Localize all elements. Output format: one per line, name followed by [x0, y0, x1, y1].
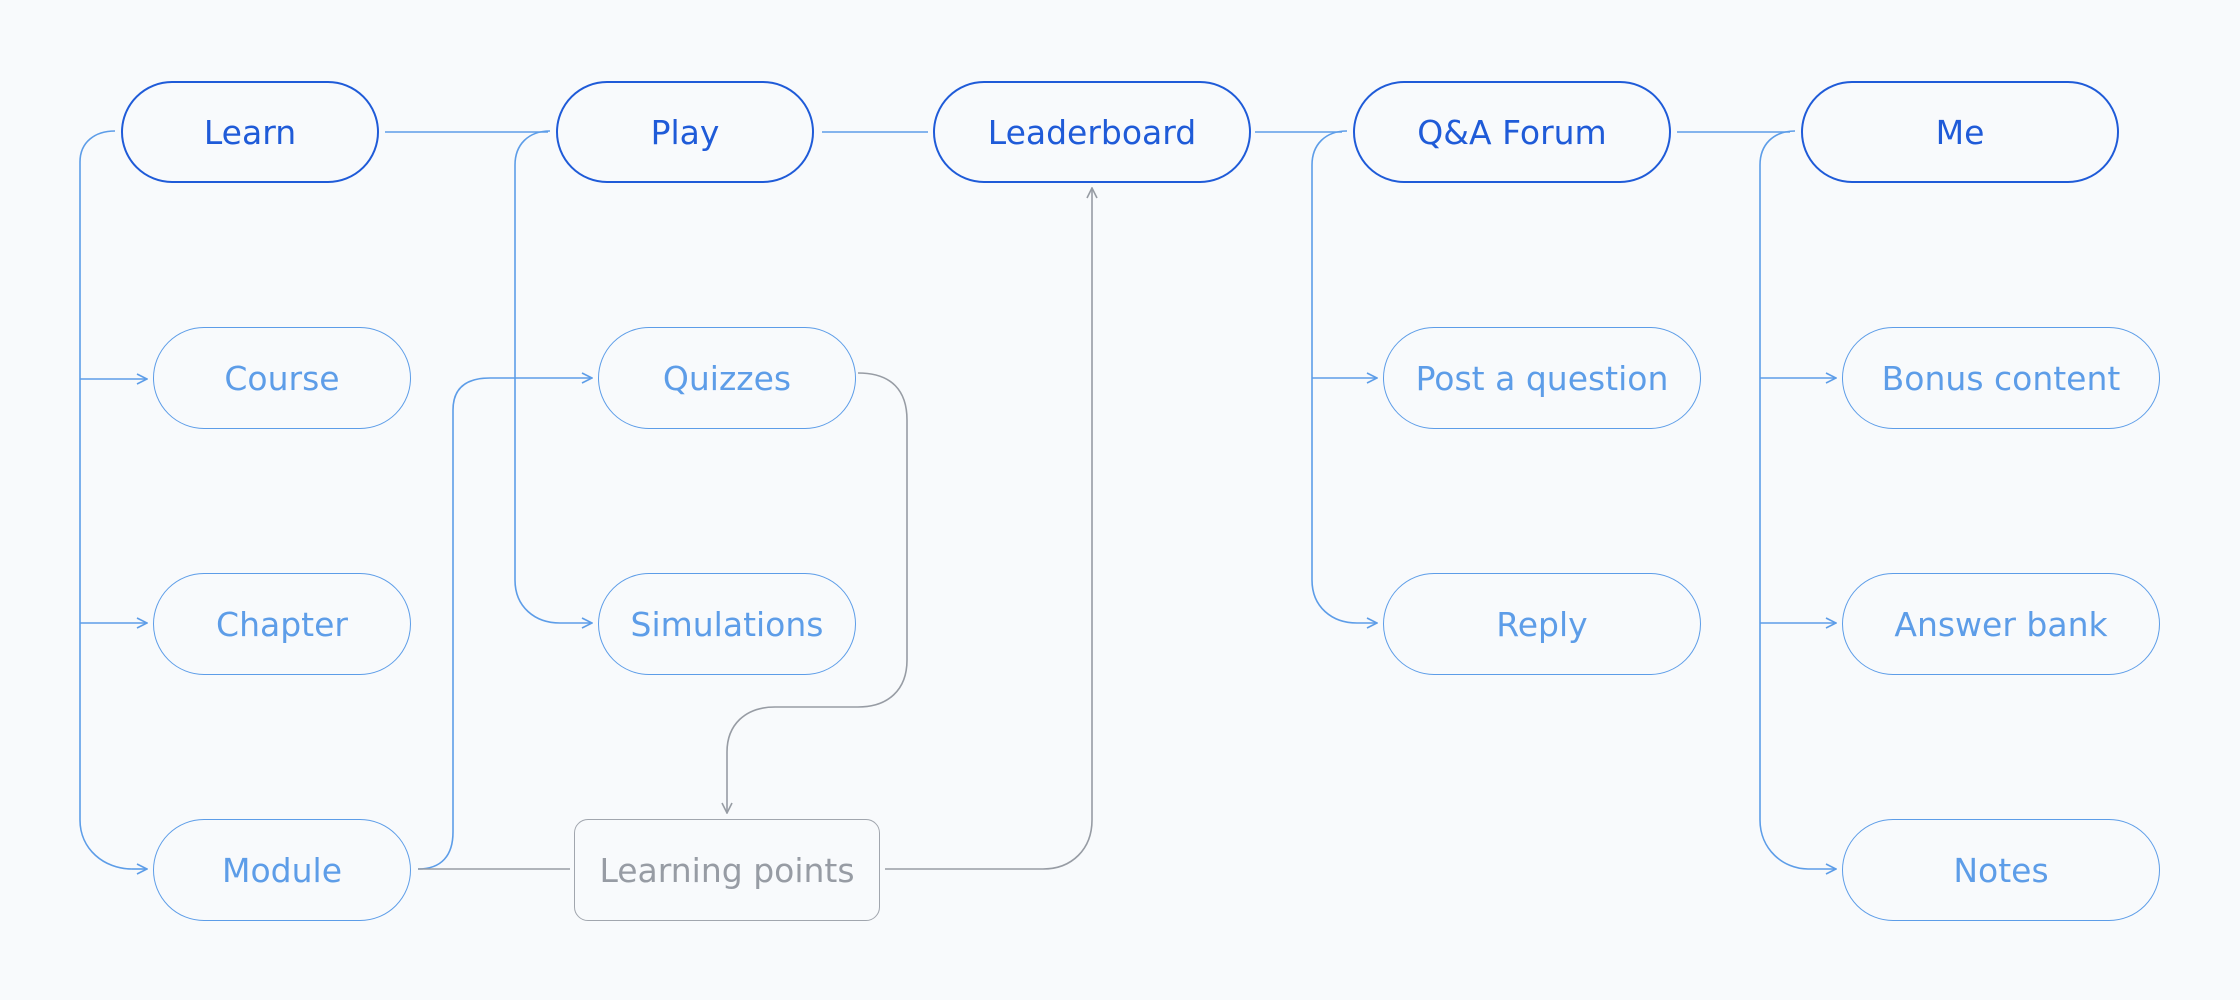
node-reply[interactable]: Reply	[1383, 573, 1701, 675]
node-chapter[interactable]: Chapter	[153, 573, 411, 675]
branch-play	[514, 130, 561, 624]
node-learning-points[interactable]: Learning points	[574, 819, 880, 921]
quizzes-to-learning-points	[727, 372, 908, 813]
node-notes[interactable]: Notes	[1842, 819, 2160, 921]
nav-play[interactable]: Play	[556, 81, 814, 183]
node-bonus-content[interactable]: Bonus content	[1842, 327, 2160, 429]
nav-me[interactable]: Me	[1801, 81, 2119, 183]
node-simulations[interactable]: Simulations	[598, 573, 856, 675]
nav-qa-forum[interactable]: Q&A Forum	[1353, 81, 1671, 183]
node-post-question[interactable]: Post a question	[1383, 327, 1701, 429]
branch-forum	[1311, 130, 1358, 624]
branch-learn	[79, 130, 133, 870]
branch-me	[1759, 130, 1809, 870]
module-to-quizzes	[417, 378, 592, 870]
node-answer-bank[interactable]: Answer bank	[1842, 573, 2160, 675]
node-course[interactable]: Course	[153, 327, 411, 429]
node-quizzes[interactable]: Quizzes	[598, 327, 856, 429]
learning-points-to-leaderboard	[885, 188, 1092, 870]
nav-learn[interactable]: Learn	[121, 81, 379, 183]
nav-leaderboard[interactable]: Leaderboard	[933, 81, 1251, 183]
node-module[interactable]: Module	[153, 819, 411, 921]
